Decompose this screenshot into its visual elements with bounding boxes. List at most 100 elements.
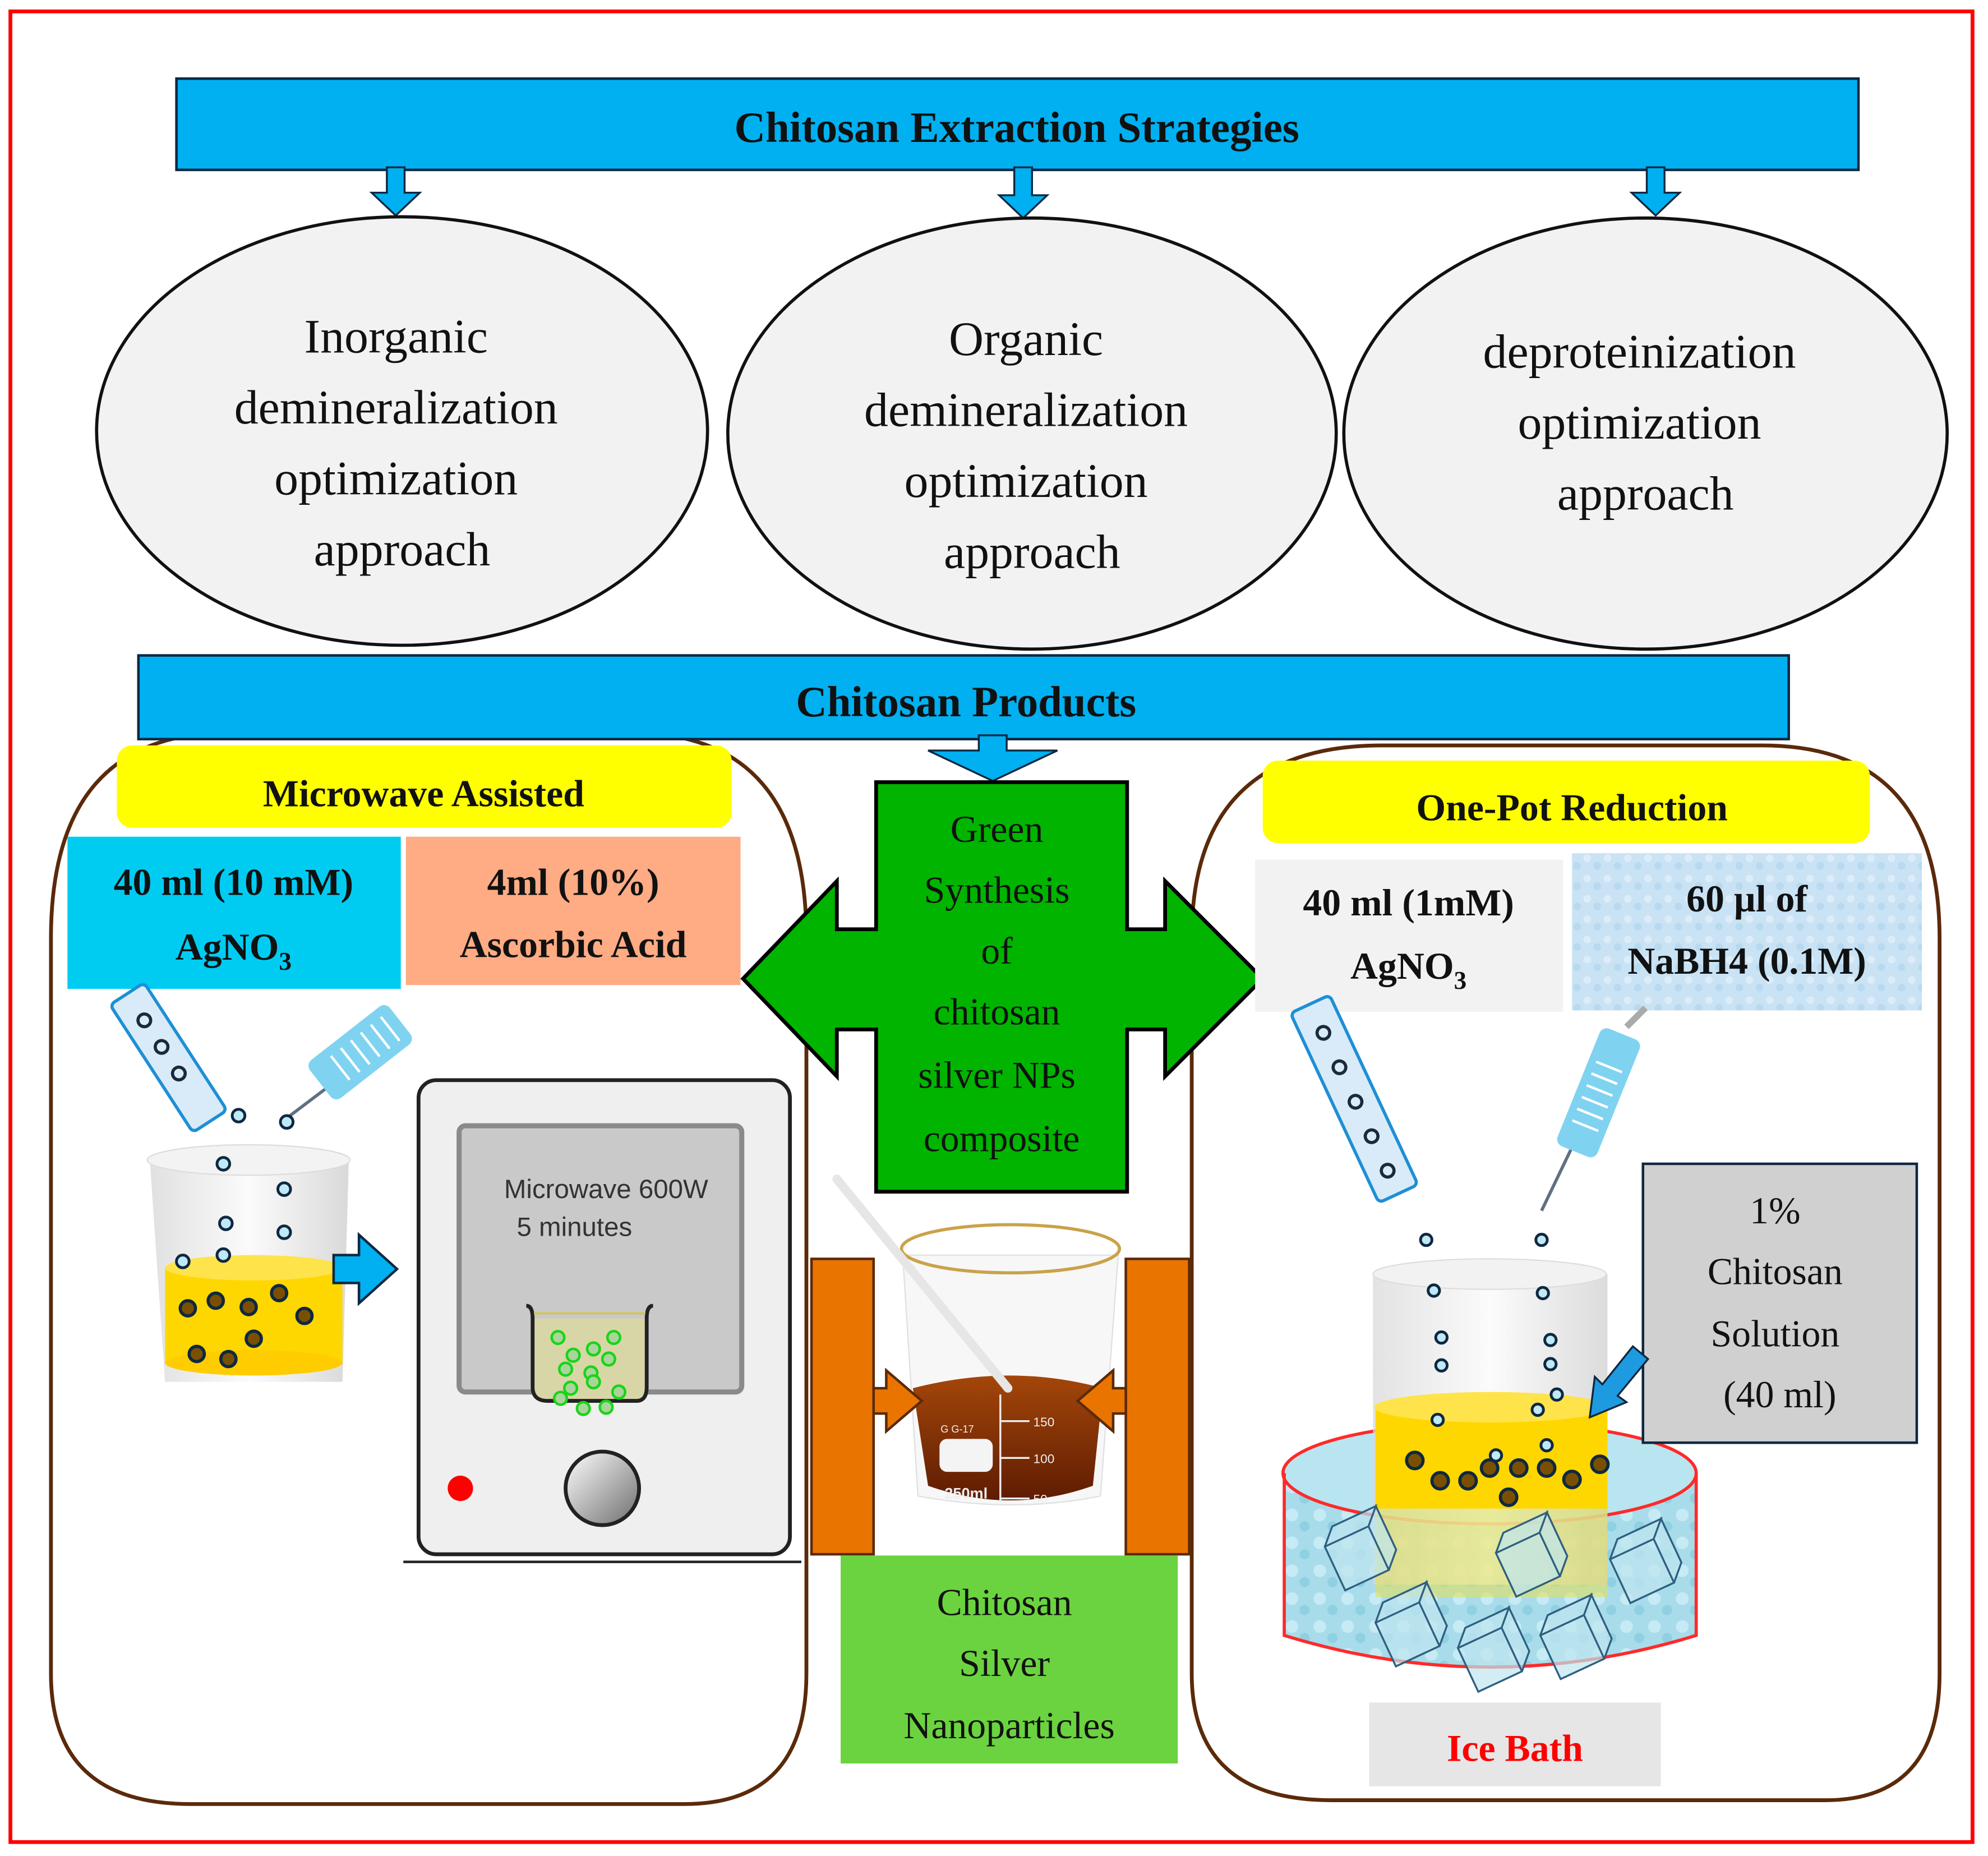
beaker-yellow-icon: [146, 1144, 351, 1382]
droplet-icon: [1430, 1412, 1445, 1427]
ice-cube-icon: [1608, 1516, 1683, 1605]
strategy-line: deproteinization: [1483, 324, 1796, 378]
droplet-icon: [1434, 1330, 1449, 1345]
heat-block-right: [1124, 1258, 1191, 1556]
heat-block-left: [810, 1258, 875, 1556]
droplet-icon: [1535, 1286, 1550, 1301]
bubble-icon: [575, 1401, 591, 1416]
droplet-icon: [1534, 1232, 1549, 1247]
onepot-title-label: [1262, 761, 1870, 844]
droplet-icon: [1530, 1402, 1545, 1417]
ice-bath-label: Ice Bath: [1447, 1727, 1583, 1769]
strategy-line: demineralization: [234, 380, 558, 434]
svg-text:Organic demineralization: Organic demineralization optimization ap…: [864, 312, 1200, 579]
strategy-line: Inorganic: [304, 309, 487, 363]
result-line: Silver: [959, 1642, 1050, 1684]
solution-line: 1%: [1750, 1190, 1800, 1232]
arrow-down-left-icon: [1588, 1344, 1650, 1419]
reagent-amount: 40 ml (1mM): [1303, 882, 1514, 924]
arrow-left-icon: [1076, 1367, 1127, 1434]
syringe-icon: [1540, 1005, 1648, 1212]
arrow-right-icon: [332, 1232, 399, 1306]
nanoparticle-icon: [295, 1306, 314, 1325]
nanoparticle-icon: [178, 1299, 197, 1318]
nanoparticle-icon: [1537, 1458, 1557, 1478]
nanoparticle-icon: [1498, 1487, 1519, 1507]
nanoparticle-icon: [245, 1329, 263, 1348]
nanoparticle-icon: [219, 1350, 238, 1369]
result-line: Nanoparticles: [903, 1705, 1115, 1747]
nanoparticle-icon: [1405, 1450, 1425, 1471]
arrow-right-icon: [872, 1367, 924, 1434]
arrow-down-icon: [369, 166, 422, 217]
strategy-line: optimization: [1517, 395, 1761, 449]
synthesis-line: chitosan: [934, 991, 1060, 1033]
test-tube-icon: [110, 983, 227, 1132]
synthesis-line: silver NPs: [918, 1054, 1076, 1096]
droplet-icon: [1434, 1358, 1449, 1373]
reagent-formula: AgNO3: [1350, 945, 1466, 994]
bubble-icon: [598, 1399, 614, 1415]
reagent-formula: AgNO3: [176, 926, 292, 975]
chitosan-solution-box: 1% Chitosan Solution (40 ml): [1641, 1162, 1918, 1444]
chitosan-products-bar: Chitosan Products: [137, 654, 1790, 740]
bubble-icon: [552, 1390, 569, 1406]
svg-text:deproteinization optimiz: deproteinization optimization approach: [1483, 324, 1808, 520]
nanoparticle-icon: [1479, 1458, 1500, 1478]
nanoparticle-icon: [1509, 1458, 1529, 1478]
ice-cube-icon: [1374, 1579, 1448, 1668]
microwave-title-label: [117, 745, 732, 828]
droplet-icon: [230, 1108, 247, 1123]
reagent-name: NaBH4 (0.1M): [1627, 940, 1866, 982]
droplet-icon: [279, 1114, 295, 1130]
bubble-icon: [585, 1374, 601, 1390]
test-tube-icon: [1290, 995, 1418, 1203]
bubble-icon: [606, 1329, 621, 1346]
strategy-line: optimization: [905, 454, 1148, 508]
strategy-line: Organic: [949, 312, 1103, 366]
synthesis-line: Synthesis: [924, 869, 1070, 911]
strategy-organic: Organic demineralization optimization ap…: [726, 216, 1338, 651]
nanoparticles: [1405, 1450, 1610, 1507]
nanoparticle-icon: [187, 1344, 206, 1364]
beaker-mark: 100: [1034, 1452, 1055, 1466]
bubble-icon: [565, 1347, 581, 1363]
chitosan-silver-nanoparticles-box: Chitosan Silver Nanoparticles: [841, 1555, 1178, 1764]
arrow-down-icon: [1629, 166, 1682, 217]
arrow-down-icon: [928, 734, 1058, 782]
ice-cube-icon: [1539, 1592, 1613, 1680]
nanoparticle-icon: [239, 1297, 258, 1316]
droplet-icon: [215, 1247, 232, 1263]
bubble-icon: [563, 1380, 579, 1396]
droplet-icon: [215, 1156, 232, 1172]
onepot-title: One-Pot Reduction: [1416, 786, 1728, 828]
solution-line: Solution: [1710, 1312, 1839, 1355]
bubbles: [550, 1329, 627, 1416]
strategy-line: optimization: [274, 451, 518, 505]
dial-knob-icon[interactable]: [564, 1449, 642, 1527]
bubble-icon: [611, 1384, 627, 1400]
beaker-brown-icon: G G-17 250ml 150 100 50: [832, 1175, 1122, 1507]
oven-power-label: Microwave 600W: [504, 1175, 708, 1204]
microwave-oven: Microwave 600W 5 minutes: [403, 1078, 801, 1563]
reagent-amount: 4ml (10%): [487, 862, 659, 904]
svg-text:Green Synthesis of: Green Synthesis of chitosan silver NPs c…: [918, 808, 1085, 1159]
svg-text:Chitosan Silver Na: Chitosan Silver Nanoparticles: [903, 1582, 1115, 1747]
beaker-volume: 250ml: [944, 1485, 988, 1502]
strategy-line: approach: [314, 522, 491, 576]
bubble-icon: [550, 1329, 566, 1346]
nanoparticle-icon: [1458, 1471, 1478, 1491]
synthesis-line: Green: [951, 808, 1044, 850]
microwave-title: Microwave Assisted: [263, 773, 584, 815]
solution-line: Chitosan: [1708, 1251, 1843, 1293]
agno3-1mm-box: 40 ml (1mM) AgNO3: [1255, 859, 1563, 1012]
header-title: Chitosan Extraction Strategies: [735, 104, 1299, 151]
strategy-deproteinization: deproteinization optimization approach: [1342, 216, 1949, 651]
agno3-reagent-box: 40 ml (10 mM) AgNO3: [67, 836, 401, 989]
svg-text:1% Chitosan Soluti: 1% Chitosan Solution (40 ml): [1708, 1190, 1852, 1416]
power-indicator-icon: [448, 1475, 473, 1502]
droplet-icon: [1539, 1438, 1554, 1453]
reagent-amount: 60 µl of: [1686, 878, 1808, 920]
reagent-amount: 40 ml (10 mM): [114, 862, 353, 904]
